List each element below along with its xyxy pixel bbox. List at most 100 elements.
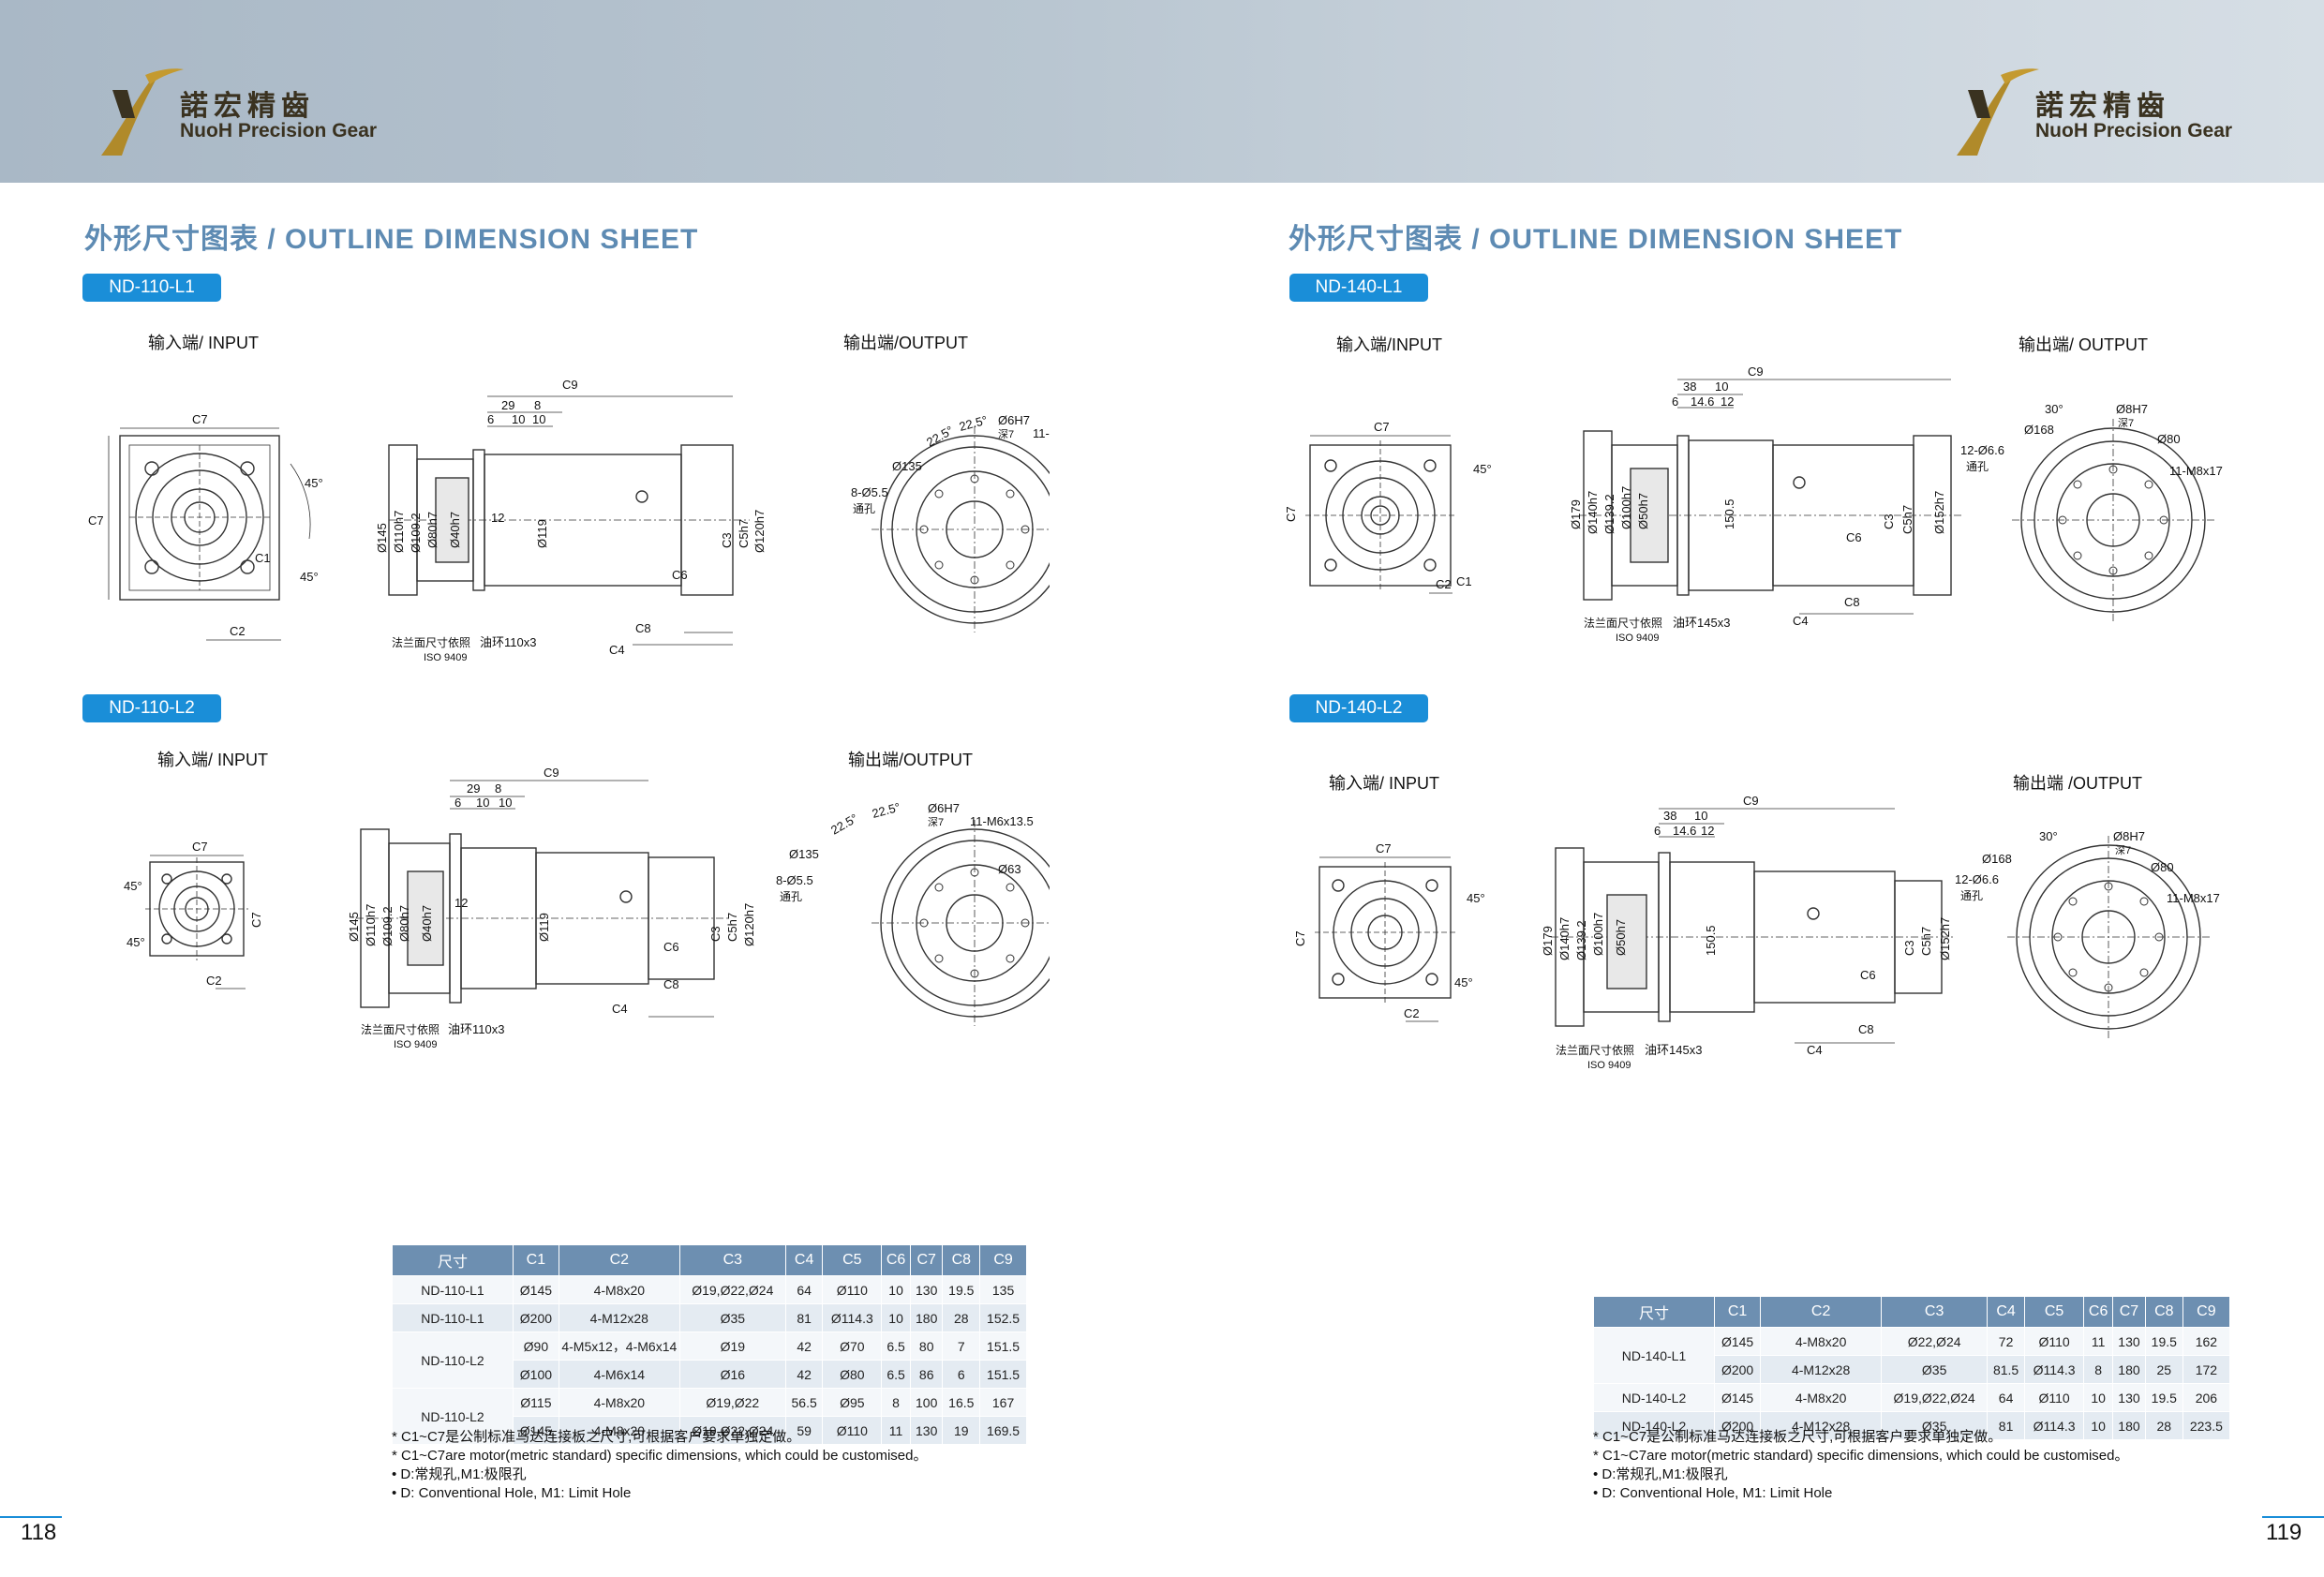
cell: Ø35 — [1881, 1411, 1989, 1440]
output-view — [2012, 419, 2214, 621]
table-row: Ø100 4-M6x14 Ø16 42 Ø80 6.5 86 6 151.5 — [393, 1360, 1027, 1389]
spec-table-right: 尺寸 C1 C2 C3 C4 C5 C6 C7 C8 C9 ND-140-L1 … — [1593, 1296, 2231, 1440]
table-header-row: 尺寸 C1 C2 C3 C4 C5 C6 C7 C8 C9 — [392, 1244, 1027, 1276]
dim-c7-top: C7 — [192, 412, 208, 426]
dim-12: 12 — [1701, 824, 1714, 838]
row-model: ND-140-L2 — [1593, 1411, 1715, 1440]
dim-c5: C5h7 — [737, 519, 751, 548]
input-view — [1305, 435, 1455, 594]
cell: 6.5 — [881, 1332, 911, 1361]
dim-10b: 10 — [532, 412, 545, 426]
output-view — [872, 426, 1050, 632]
section-title-right: 外形尺寸图表 / OUTLINE DIMENSION SHEET — [1289, 224, 1903, 255]
dim-c5: C5h7 — [1919, 927, 1933, 956]
dim-c2: C2 — [1404, 1006, 1420, 1020]
drawing-nd110-l2: C7 C7 C2 45° 45° C9 29 8 6 10 10 12 Ø145… — [124, 766, 1050, 1050]
cell: 8 — [881, 1388, 911, 1417]
logo-mark-icon — [1957, 68, 2039, 156]
dim-d168: Ø168 — [1982, 852, 2012, 866]
brand-logo-right: 諾宏精齒 NuoH Precision Gear — [1949, 62, 2249, 165]
dim-deep7: 深7 — [2115, 844, 2131, 856]
row-model: ND-110-L1 — [392, 1303, 514, 1332]
section-title-left: 外形尺寸图表 / OUTLINE DIMENSION SHEET — [84, 224, 699, 255]
dim-d109: Ø109.2 — [409, 513, 423, 553]
dim-6: 6 — [454, 796, 461, 810]
dim-c6: C6 — [663, 940, 679, 954]
page-number-right: 119 — [2266, 1520, 2302, 1545]
side-view — [388, 395, 750, 646]
dim-14-6: 14.6 — [1691, 394, 1714, 409]
dim-29: 29 — [501, 398, 514, 412]
dim-c6: C6 — [1846, 530, 1862, 544]
ang-22-a: 22.5° — [828, 811, 860, 837]
cell: 4-M12x28 — [558, 1303, 680, 1332]
output-label-4: 输出端 /OUTPUT — [2013, 774, 2142, 793]
row-model: ND-110-L1 — [392, 1275, 514, 1304]
cell: 151.5 — [979, 1332, 1027, 1361]
cell: 6 — [942, 1360, 981, 1389]
thread-note: 11-M6x13.5 — [970, 814, 1034, 828]
dim-c8: C8 — [663, 977, 679, 991]
cell: 11 — [881, 1416, 911, 1445]
side-view — [1579, 379, 1963, 615]
cell: 42 — [784, 1360, 824, 1389]
input-view — [145, 855, 248, 989]
dim-c5: C5h7 — [725, 913, 739, 942]
dim-c8: C8 — [1844, 595, 1860, 609]
dim-c9: C9 — [544, 766, 559, 780]
note-line: * C1~C7是公制标准马达连接板之尺寸,可根据客户要求单独定做。 — [1593, 1429, 2003, 1445]
dim-deep7: 深7 — [998, 428, 1014, 440]
cell: Ø95 — [822, 1388, 883, 1417]
cell: 8 — [2083, 1355, 2114, 1384]
cell: Ø110 — [822, 1275, 883, 1304]
dim-c3: C3 — [1882, 513, 1896, 529]
cell: 42 — [784, 1332, 824, 1361]
col-header: 尺寸 — [392, 1244, 514, 1276]
row-model: ND-110-L2 — [392, 1332, 514, 1389]
dim-d63: Ø63 — [998, 862, 1021, 876]
cell: 7 — [942, 1332, 981, 1361]
cell: Ø35 — [1881, 1355, 1989, 1384]
flange-note: 法兰面尺寸依照 — [1556, 1043, 1634, 1057]
drawing-nd140-l2: C7 C7 C2 45° 45° C9 38 10 6 14.6 12 Ø179… — [1293, 794, 2220, 1071]
cell: 172 — [2182, 1355, 2231, 1384]
table-row: ND-140-L2 Ø145 4-M8x20 Ø19,Ø22,Ø24 64 Ø1… — [1593, 1383, 2231, 1412]
col-header: C7 — [909, 1244, 944, 1276]
page-rule-left — [0, 1516, 62, 1518]
cell: Ø35 — [678, 1303, 786, 1332]
dim-c3: C3 — [1902, 940, 1916, 956]
dim-38: 38 — [1663, 809, 1676, 823]
dim-c2: C2 — [1436, 577, 1452, 591]
cell: 19 — [942, 1416, 981, 1445]
dim-12: 12 — [1721, 394, 1734, 409]
table-row: Ø200 4-M12x28 Ø35 81.5 Ø114.3 8 180 25 1… — [1594, 1355, 2231, 1384]
dim-8: 8 — [495, 781, 501, 796]
cell: Ø145 — [513, 1416, 559, 1445]
cell: 4-M8x20 — [558, 1388, 680, 1417]
dim-c9: C9 — [1743, 794, 1759, 808]
ang-45-a: 45° — [305, 476, 323, 490]
cell: Ø90 — [513, 1332, 559, 1361]
dim-10a: 10 — [512, 412, 525, 426]
cell: 4-M12x28 — [1760, 1355, 1883, 1384]
col-header: C9 — [2182, 1296, 2231, 1328]
dim-d100: Ø100h7 — [1619, 486, 1633, 529]
dim-d139: Ø139.2 — [1574, 920, 1588, 960]
thread-note: 11-M8x17 — [2167, 891, 2220, 905]
table-row: ND-140-L1 Ø145 4-M8x20 Ø22,Ø24 72 Ø110 1… — [1593, 1327, 2231, 1384]
drawing-nd110-l1: C7 C7 C2 C1 45° 45° C9 29 8 6 10 10 12 Ø… — [88, 378, 1050, 663]
cell: 80 — [909, 1332, 944, 1361]
note-line: • D: Conventional Hole, M1: Limit Hole — [392, 1485, 632, 1501]
holes-note: 8-Ø5.5 — [851, 485, 888, 499]
cell: Ø19,Ø22,Ø24 — [678, 1416, 786, 1445]
col-header: C5 — [822, 1244, 883, 1276]
dim-d80: Ø80 — [2157, 432, 2181, 446]
oil-ring-note: 油环145x3 — [1645, 1043, 1702, 1057]
note-line: • D: Conventional Hole, M1: Limit Hole — [1593, 1485, 1833, 1501]
table-row: Ø145 4-M8x20 Ø19,Ø22,Ø24 59 Ø110 11 130 … — [393, 1416, 1027, 1445]
cell: 4-M12x28 — [1760, 1411, 1883, 1440]
col-header: C2 — [558, 1244, 680, 1276]
cell: Ø114.3 — [2024, 1355, 2085, 1384]
cell: 4-M6x14 — [558, 1360, 680, 1389]
cell: Ø200 — [513, 1303, 559, 1332]
